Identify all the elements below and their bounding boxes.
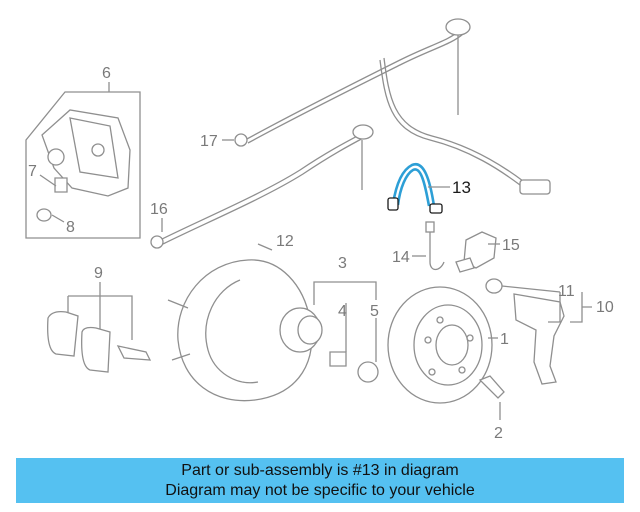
brake-rotor-1 (387, 286, 493, 404)
callout-3: 3 (338, 255, 347, 272)
callout-11: 11 (558, 283, 575, 300)
callout-13: 13 (452, 178, 471, 197)
banner-line-2: Diagram may not be specific to your vehi… (165, 482, 475, 499)
callout-1: 1 (500, 331, 509, 348)
callout-5: 5 (370, 303, 379, 320)
sensor-14 (425, 221, 445, 271)
caliper-carrier (485, 278, 592, 385)
caliper-assembly (25, 91, 141, 239)
hub-assembly (279, 281, 379, 383)
part-13-highlighted (387, 162, 443, 214)
parts-diagram: 6 7 8 17 16 13 14 15 (25, 18, 614, 442)
callout-17: 17 (200, 133, 218, 150)
callout-10: 10 (596, 299, 614, 316)
bolt-2 (478, 375, 505, 420)
info-banner: Part or sub-assembly is #13 in diagram D… (16, 458, 624, 503)
dust-shield-12 (167, 259, 313, 402)
callout-16: 16 (150, 201, 168, 218)
banner-line-1: Part or sub-assembly is #13 in diagram (181, 462, 459, 479)
callout-14: 14 (392, 249, 410, 266)
brake-pads (47, 282, 152, 373)
callout-6: 6 (102, 65, 111, 82)
abs-sensor-harness (150, 18, 551, 249)
callout-12: 12 (276, 233, 294, 250)
callout-4: 4 (338, 303, 347, 320)
bracket-15 (455, 231, 497, 273)
callout-8: 8 (66, 219, 75, 236)
callout-15: 15 (502, 237, 520, 254)
callout-7: 7 (28, 163, 37, 180)
callout-9: 9 (94, 265, 103, 282)
callout-2: 2 (494, 425, 503, 442)
